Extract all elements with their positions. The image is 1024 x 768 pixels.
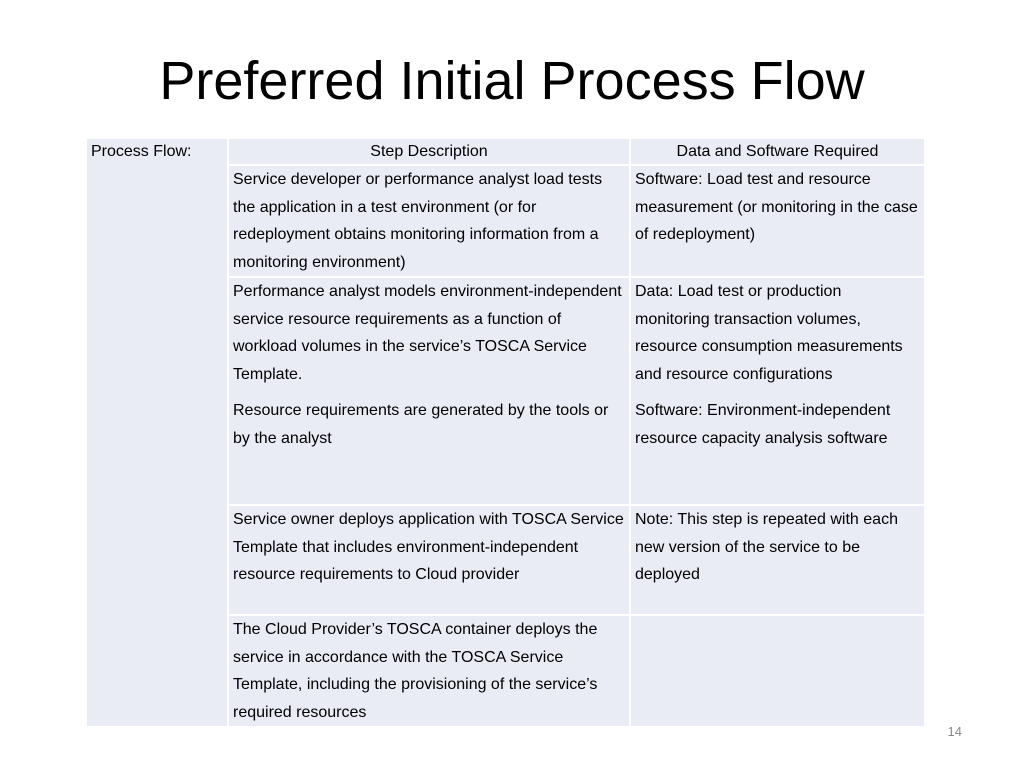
- step-cell: The Cloud Provider’s TOSCA container dep…: [227, 614, 631, 728]
- step-cell: Service developer or performance analyst…: [227, 164, 631, 278]
- step-description-header: Step Description: [227, 137, 631, 166]
- process-flow-label: Process Flow:: [91, 143, 192, 160]
- step-text: The Cloud Provider’s TOSCA container dep…: [233, 621, 598, 721]
- table-row: Service developer or performance analyst…: [86, 164, 926, 278]
- data-software-header: Data and Software Required: [629, 137, 926, 166]
- data-text: Software: Environment-independent resour…: [635, 402, 891, 447]
- step-text: Service owner deploys application with T…: [233, 511, 624, 583]
- step-text: Resource requirements are generated by t…: [233, 402, 609, 447]
- data-cell: Software: Load test and resource measure…: [629, 164, 926, 278]
- process-flow-label-cell: Process Flow:: [85, 137, 229, 728]
- data-cell: Note: This step is repeated with each ne…: [629, 504, 926, 616]
- slide-title: Preferred Initial Process Flow: [159, 51, 865, 111]
- page-number: 14: [947, 724, 962, 739]
- step-cell: Performance analyst models environment-i…: [227, 276, 631, 506]
- data-text: Software: Load test and resource measure…: [635, 171, 918, 243]
- table-row: The Cloud Provider’s TOSCA container dep…: [86, 614, 926, 728]
- table-row: Performance analyst models environment-i…: [86, 276, 926, 506]
- table-row: Service owner deploys application with T…: [86, 504, 926, 616]
- data-cell: Data: Load test or production monitoring…: [629, 276, 926, 506]
- data-text: Data: Load test or production monitoring…: [635, 283, 903, 383]
- data-cell-empty: [629, 614, 926, 728]
- step-text: Service developer or performance analyst…: [233, 171, 603, 271]
- process-flow-table: Process Flow: Step Description Data and …: [85, 137, 926, 728]
- table-header-row: Process Flow: Step Description Data and …: [85, 137, 926, 728]
- step-text: Performance analyst models environment-i…: [233, 283, 622, 383]
- step-cell: Service owner deploys application with T…: [227, 504, 631, 616]
- data-text: Note: This step is repeated with each ne…: [635, 511, 898, 583]
